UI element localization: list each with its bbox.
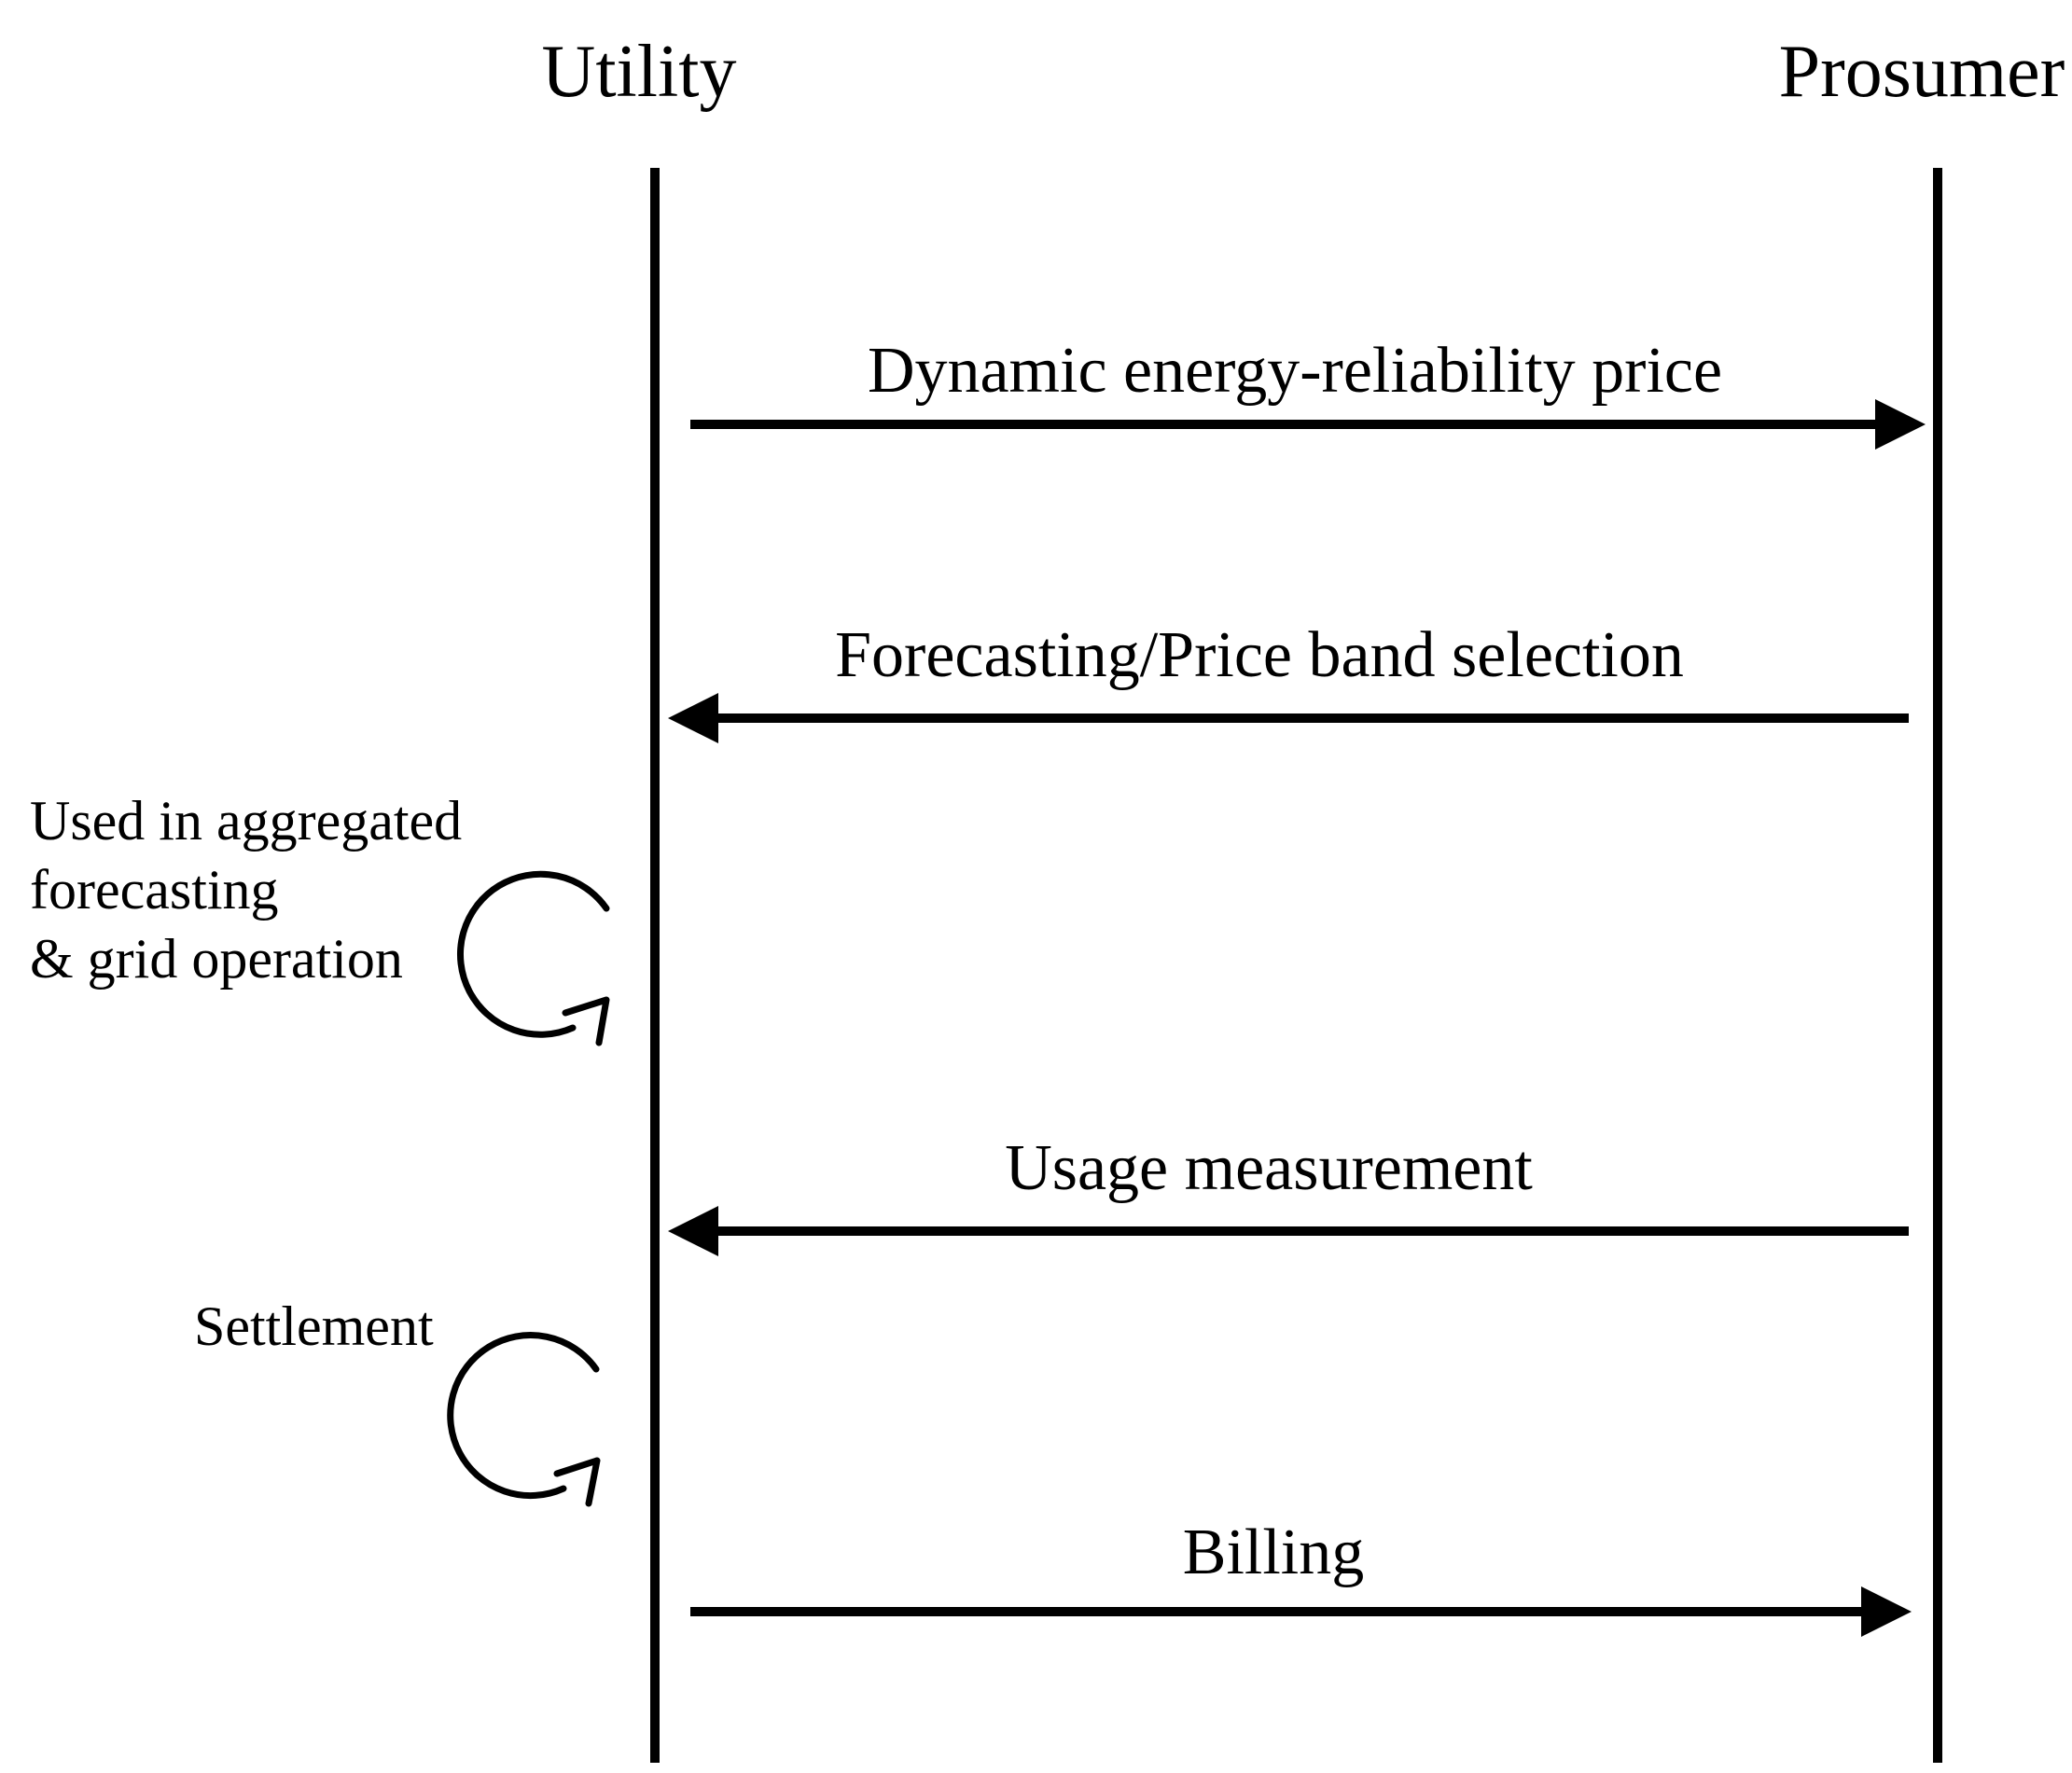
message-billing: Billing [690, 1517, 1912, 1637]
participant-utility-label: Utility [542, 31, 737, 113]
note-aggregated-forecasting-text: Used in aggregated forecasting & grid op… [30, 790, 476, 990]
note-line: Settlement [194, 1295, 434, 1357]
message-usage: Usage measurement [668, 1132, 1909, 1256]
message-billing-label: Billing [1183, 1517, 1364, 1588]
arrow-right-icon [1875, 399, 1926, 450]
message-price: Dynamic energy-reliability price [690, 335, 1926, 450]
note-settlement-text: Settlement [194, 1295, 434, 1357]
message-forecasting: Forecasting/Price band selection [668, 619, 1909, 743]
note-line: Used in aggregated [30, 790, 462, 852]
note-line: forecasting [30, 859, 279, 921]
participant-prosumer-label: Prosumer [1779, 31, 2065, 113]
note-settlement: Settlement [194, 1295, 601, 1507]
arrow-left-icon [668, 693, 718, 743]
loop-arrow-icon [447, 1332, 601, 1507]
note-aggregated-forecasting: Used in aggregated forecasting & grid op… [30, 790, 610, 1046]
message-price-label: Dynamic energy-reliability price [868, 335, 1722, 407]
arrow-right-icon [1861, 1586, 1912, 1637]
loop-arrow-icon [457, 870, 610, 1046]
note-line: & grid operation [30, 928, 403, 990]
message-usage-label: Usage measurement [1005, 1132, 1533, 1204]
message-forecasting-label: Forecasting/Price band selection [835, 619, 1684, 691]
arrow-left-icon [668, 1206, 718, 1256]
